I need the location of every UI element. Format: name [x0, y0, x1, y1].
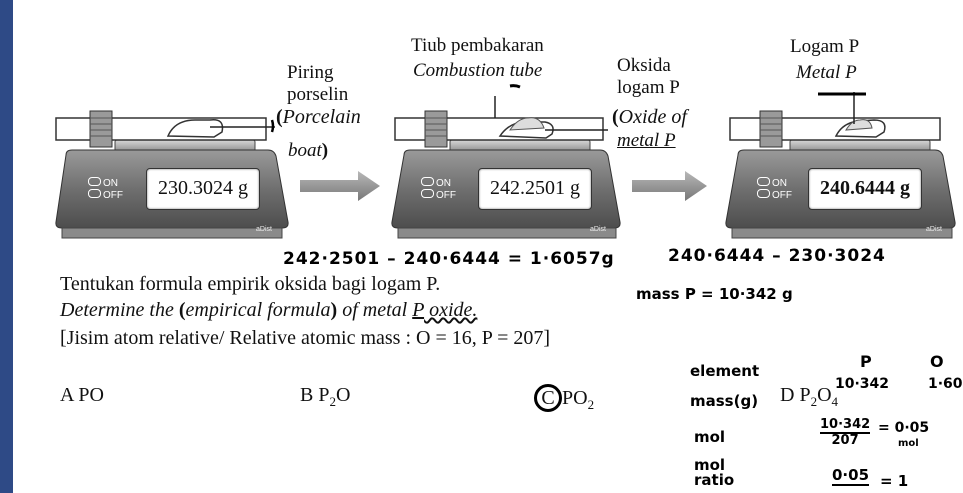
question-atomic-mass: [Jisim atom relative/ Relative atomic ma…	[60, 327, 551, 349]
option-a[interactable]: A PO	[60, 384, 104, 406]
table-row-mass: mass(g)	[690, 392, 759, 410]
arrow-1	[300, 171, 380, 201]
table-header-o: O	[930, 352, 944, 371]
scale-2-reading: 242.2501 g	[490, 177, 580, 199]
boat-label-line2: porselin	[287, 84, 349, 105]
boat-label-english: (Porcelain	[276, 106, 361, 128]
handwritten-calc-2: 240·6444 – 230·3024	[668, 246, 886, 266]
metal-label-english: Metal P	[796, 62, 857, 83]
question-english: Determine the (empirical formula) of met…	[60, 299, 478, 321]
scale-3-brand: aDist	[926, 226, 942, 233]
combustion-tube-3	[729, 92, 941, 148]
scale-2-brand: aDist	[590, 226, 606, 233]
on-indicator-icon	[88, 177, 101, 186]
table-row-ratio: mol ratio	[694, 456, 735, 489]
scale-3-switch: ON OFF	[757, 177, 792, 201]
scale-1-display: 230.3024 g	[146, 168, 260, 210]
combustion-tube-2	[394, 96, 608, 148]
scale-3-reading: 240.6444 g	[820, 177, 910, 199]
scale-1-reading: 230.3024 g	[158, 177, 248, 199]
table-ratio-value: 0·05	[832, 466, 870, 486]
on-indicator-icon	[757, 177, 770, 186]
oxide-label-malay: Oksida logam P	[617, 55, 680, 98]
handwritten-calc-1: 242·2501 – 240·6444 = 1·6057g	[283, 249, 615, 269]
boat-label-line1: Piring	[287, 62, 334, 83]
table-mol-unit: mol	[898, 438, 919, 449]
option-d[interactable]: D P2O4	[780, 384, 839, 409]
arrow-2	[632, 171, 707, 201]
oxide-label-english: (Oxide of	[612, 106, 687, 128]
oxide-label-english-2: metal P	[617, 130, 676, 151]
table-header-p: P	[860, 352, 872, 371]
scale-2-display: 242.2501 g	[478, 168, 592, 210]
circled-answer-icon: C	[534, 384, 562, 412]
scale-1-brand: aDist	[256, 226, 272, 233]
left-border-bar	[0, 0, 13, 493]
table-row-mol: mol	[694, 428, 726, 446]
on-indicator-icon	[421, 177, 434, 186]
off-indicator-icon	[88, 189, 101, 198]
scale-2-switch: ON OFF	[421, 177, 456, 201]
handwritten-mass-p: mass P = 10·342 g	[636, 285, 793, 303]
table-mol-result: = 0·05	[878, 420, 930, 436]
scale-1-switch: ON OFF	[88, 177, 123, 201]
table-header-element: element	[690, 362, 760, 380]
bracket-open: (	[276, 106, 283, 128]
tube-label-english: Combustion tube	[413, 60, 543, 81]
combustion-tube-1	[55, 110, 275, 148]
metal-label-malay: Logam P	[790, 36, 860, 57]
boat-label-malay: Piring porselin	[287, 62, 348, 106]
off-indicator-icon	[421, 189, 434, 198]
table-mol-fraction: 10·342 207	[820, 417, 871, 448]
boat-label-english-2: boat)	[288, 140, 329, 161]
option-b[interactable]: B P2O	[300, 384, 351, 409]
off-indicator-icon	[757, 189, 770, 198]
scale-3-display: 240.6444 g	[808, 168, 922, 210]
table-ratio-eq: = 1	[880, 472, 909, 490]
table-mass-p: 10·342	[835, 376, 890, 392]
table-mass-o: 1·60	[928, 376, 963, 392]
question-malay: Tentukan formula empirik oksida bagi log…	[60, 273, 441, 295]
tube-label-malay: Tiub pembakaran	[411, 35, 544, 56]
